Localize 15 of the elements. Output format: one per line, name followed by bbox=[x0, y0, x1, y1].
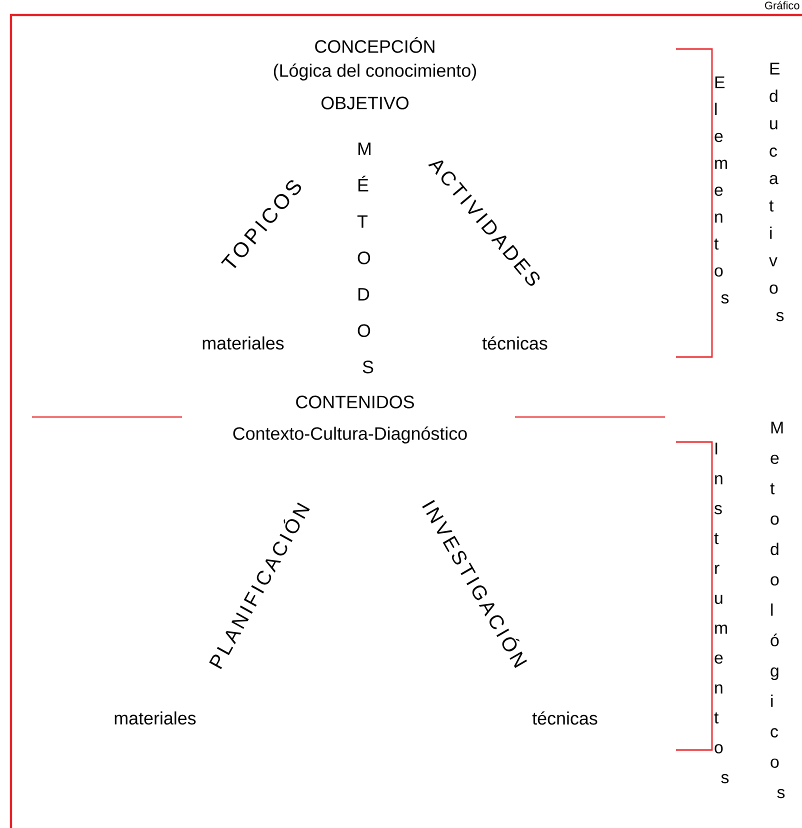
heading-text: CONCEPCIÓN bbox=[315, 37, 434, 53]
word-label: técnicas bbox=[482, 336, 548, 350]
word-label: materiales bbox=[114, 711, 196, 725]
vertical-text: Metodológicos bbox=[770, 422, 785, 798]
heading-text: (Lógica del conocimiento) bbox=[274, 64, 476, 80]
vertical-text: Instrumentos bbox=[714, 442, 729, 784]
word-label: técnicas bbox=[532, 711, 598, 725]
heading-text: OBJETIVO bbox=[322, 96, 408, 110]
heading-text: Contexto-Cultura-Diagnóstico bbox=[233, 426, 467, 444]
word-label: materiales bbox=[202, 336, 284, 350]
caption-text: Gráfico bbox=[765, 1, 800, 10]
vertical-text: Educativos bbox=[769, 62, 784, 322]
heading-text: CONTENIDOS bbox=[296, 396, 414, 408]
vertical-text: MÉTODOS bbox=[357, 142, 374, 374]
vertical-text: Elementos bbox=[714, 76, 729, 304]
